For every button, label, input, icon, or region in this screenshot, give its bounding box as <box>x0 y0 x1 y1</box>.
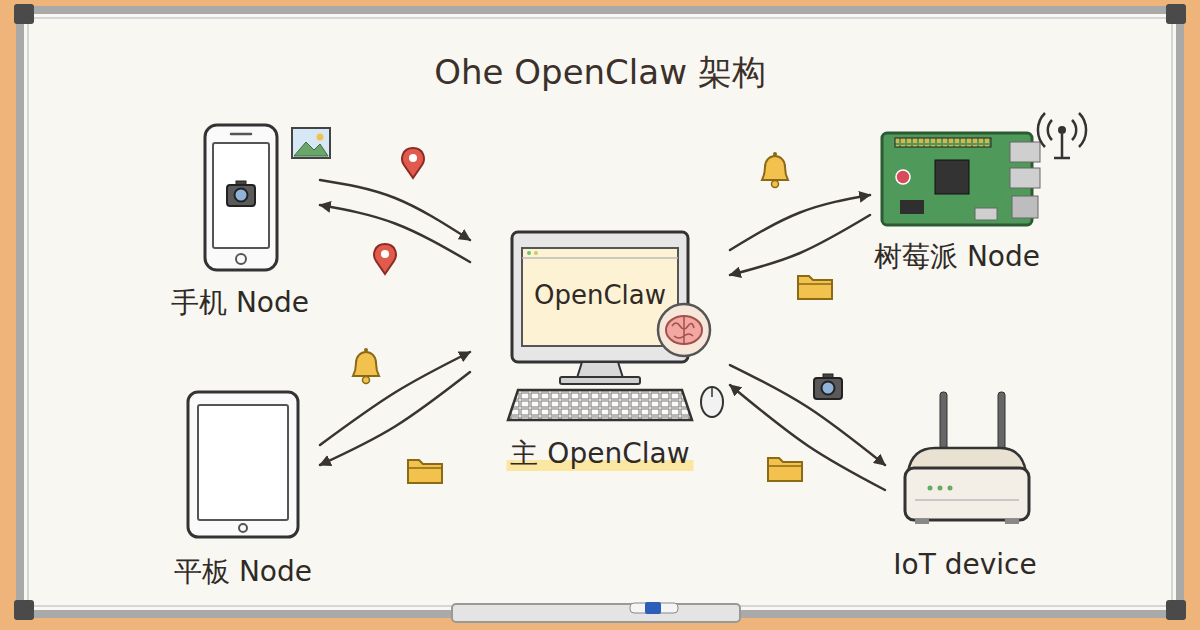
computer-monitor <box>522 248 678 346</box>
marker-tray <box>452 604 740 622</box>
raspberry-pi-board <box>882 133 1040 225</box>
flow-icons <box>768 458 802 481</box>
marker-tray <box>630 603 678 613</box>
computer-monitor <box>522 257 678 259</box>
screen-label: OpenClaw <box>534 280 666 311</box>
raspberry-pi-board <box>935 160 969 194</box>
connector-arrow <box>320 205 470 262</box>
mouse <box>701 387 723 417</box>
flow-icons <box>353 148 842 483</box>
mouse <box>701 387 723 417</box>
device-node: 手机 Node <box>170 118 320 328</box>
raspberry-pi-board <box>1010 142 1040 162</box>
whiteboard <box>28 18 1172 606</box>
wifi-symbol <box>1054 134 1070 158</box>
flow-icons <box>814 374 842 399</box>
keyboard <box>508 390 692 420</box>
computer-monitor <box>577 362 623 378</box>
keyboard <box>508 390 692 420</box>
device-node: IoT device <box>885 385 1055 585</box>
router-device <box>940 392 947 454</box>
node-label: 树莓派 Node <box>874 240 1040 274</box>
marker-tray <box>452 602 740 622</box>
router-device <box>928 486 933 491</box>
diagram-title: Ohe OpenClaw 架构 <box>434 50 765 96</box>
computer-monitor <box>512 232 688 384</box>
raspberry-pi-board <box>900 200 924 214</box>
tablet-device <box>188 392 298 537</box>
brain-icon <box>672 316 694 344</box>
router-device <box>915 499 1019 501</box>
router-device <box>998 392 1005 454</box>
image-icon <box>292 128 330 158</box>
connector-arrow <box>730 365 885 465</box>
flow-icons <box>402 148 424 178</box>
router-device <box>938 486 943 491</box>
tablet-device <box>198 405 288 520</box>
raspberry-pi-board <box>975 208 997 220</box>
whiteboard <box>1166 600 1186 620</box>
tablet-device <box>188 392 298 537</box>
flow-icons <box>353 348 379 384</box>
tablet-device <box>239 524 247 532</box>
flow-icons <box>762 152 788 188</box>
mouse <box>711 387 713 397</box>
image-icon <box>317 134 324 141</box>
node-label: 平板 Node <box>174 555 312 589</box>
marker-tray <box>645 602 661 614</box>
raspberry-pi-board <box>1010 168 1040 188</box>
brain-icon <box>658 304 710 356</box>
phone-device <box>231 133 251 136</box>
flow-icons <box>798 276 832 299</box>
computer-monitor <box>560 377 640 384</box>
whiteboard <box>14 4 34 24</box>
phone-device <box>227 181 255 206</box>
flow-icons <box>374 244 396 274</box>
phone-device <box>236 254 246 264</box>
router-device <box>915 519 929 524</box>
phone-device <box>205 125 277 270</box>
whiteboard <box>20 10 1180 614</box>
phone-device <box>205 125 277 270</box>
brain-icon <box>666 316 702 344</box>
image-icon <box>292 128 330 158</box>
node-label: IoT device <box>893 548 1036 582</box>
brain-icon <box>658 304 710 356</box>
router-device <box>905 392 1029 524</box>
computer-monitor <box>534 251 538 255</box>
wifi-symbol <box>1058 126 1066 134</box>
raspberry-pi-board <box>1012 196 1038 218</box>
connector-arrow <box>730 215 870 275</box>
whiteboard <box>1166 4 1186 24</box>
connector-arrow <box>320 352 470 445</box>
connector-arrow <box>730 385 885 490</box>
raspberry-pi-board <box>895 138 991 147</box>
router-device <box>948 486 953 491</box>
wifi-symbol <box>1038 113 1086 158</box>
device-node: 平板 Node <box>170 385 320 595</box>
router-device <box>1005 519 1019 524</box>
router-device <box>905 468 1029 520</box>
flow-icons <box>408 460 442 483</box>
connector-arrow <box>730 195 870 250</box>
connector-arrow <box>320 372 470 465</box>
whiteboard <box>14 600 34 620</box>
phone-device <box>213 143 269 248</box>
whiteboard <box>14 4 1186 620</box>
computer-monitor <box>527 251 531 255</box>
raspberry-pi-board <box>896 170 910 184</box>
node-label: 主 OpenClaw <box>506 437 693 471</box>
image-icon <box>294 142 328 156</box>
device-node: 树莓派 Node <box>870 105 1075 280</box>
node-label: 手机 Node <box>171 286 309 320</box>
device-node: OpenClaw 主 OpenClaw <box>470 225 730 475</box>
